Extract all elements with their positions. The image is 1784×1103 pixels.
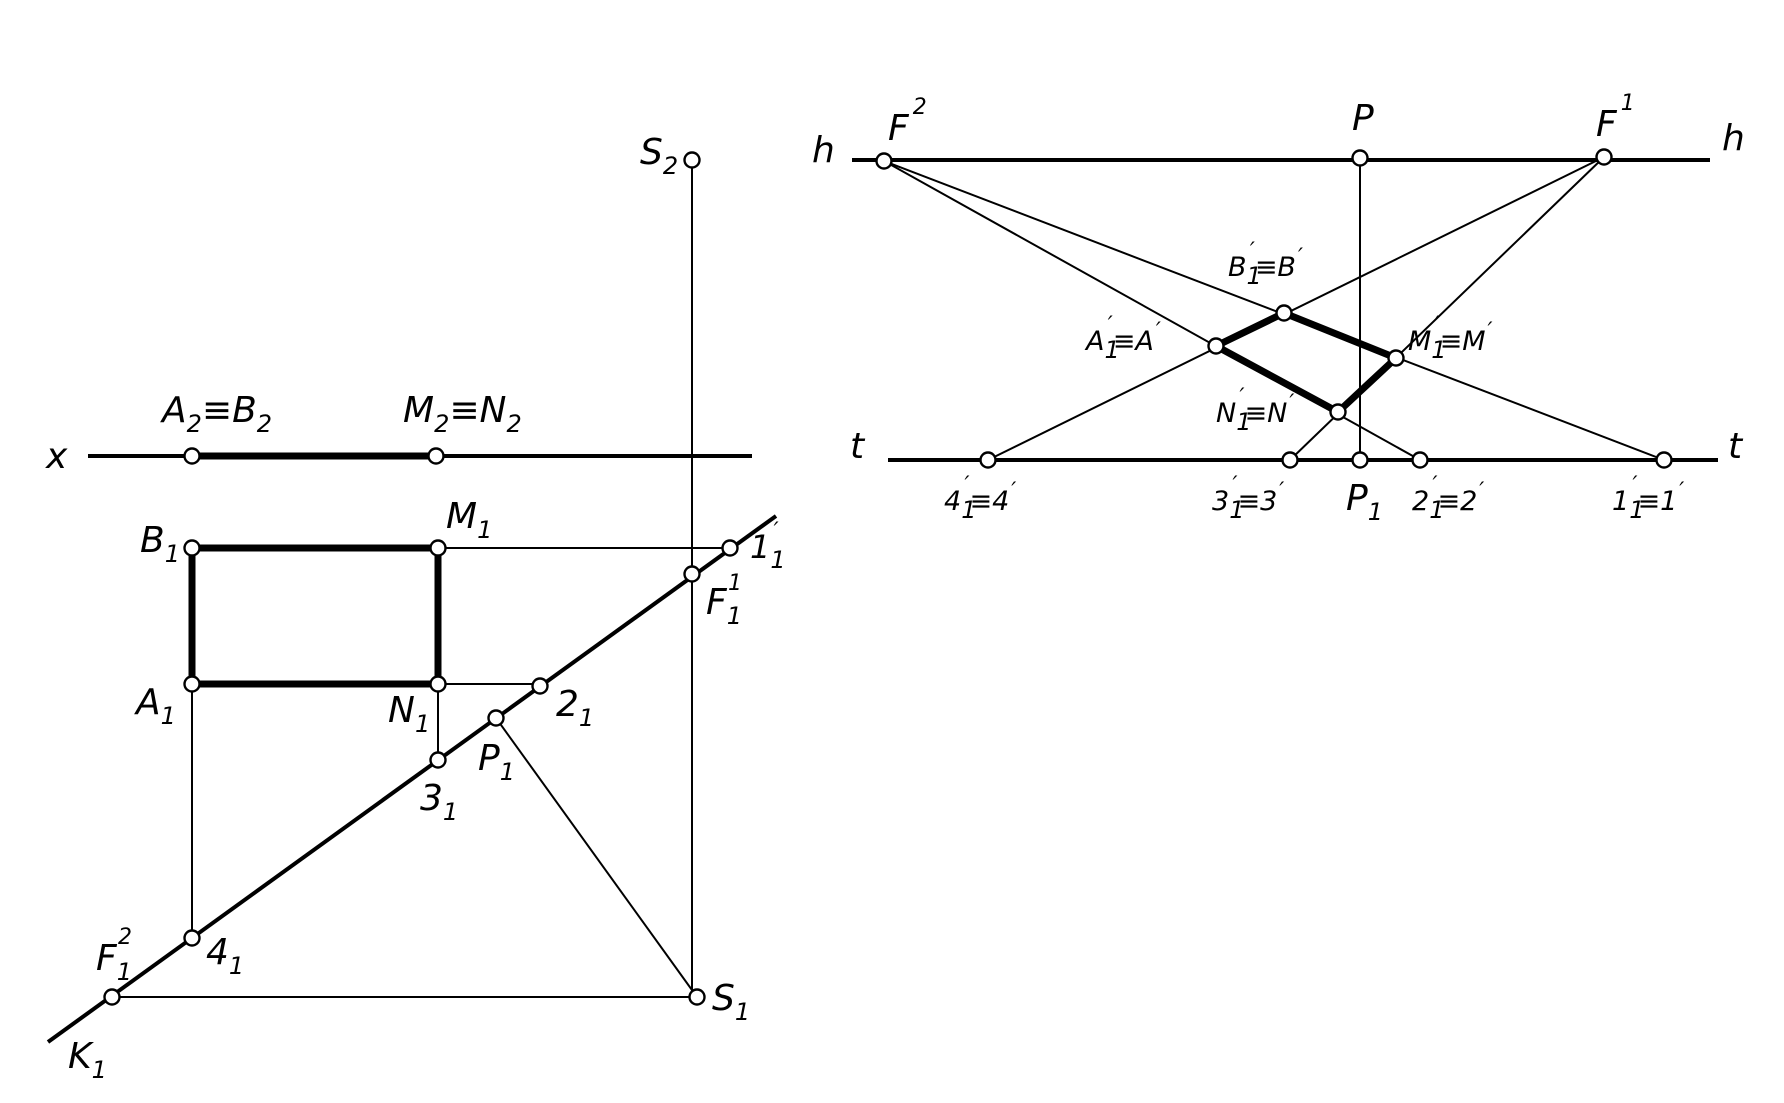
label-h-left: h bbox=[812, 130, 835, 171]
point-p bbox=[1351, 149, 1369, 167]
point-n1 bbox=[429, 675, 447, 693]
picture-plane-trace bbox=[46, 514, 778, 1044]
point-41 bbox=[183, 929, 201, 947]
label-21: 21 bbox=[556, 684, 594, 732]
label-b1: B1 bbox=[140, 520, 180, 568]
label-31: 31 bbox=[420, 778, 458, 826]
point-s1 bbox=[688, 988, 706, 1006]
label-a2-b2: A2≡B2 bbox=[160, 390, 272, 438]
point-b-prime bbox=[1275, 304, 1293, 322]
label-f1: F1 bbox=[1596, 91, 1635, 145]
label-m-prime: M1′≡M′ bbox=[1408, 313, 1493, 364]
point-f1 bbox=[1595, 148, 1613, 166]
point-11 bbox=[721, 539, 739, 557]
label-n1: N1 bbox=[388, 690, 430, 738]
label-2-prime: 21′≡2′ bbox=[1412, 473, 1484, 524]
label-3-prime: 31′≡3′ bbox=[1212, 473, 1284, 524]
point-3-prime bbox=[1281, 451, 1299, 469]
label-t-right: t bbox=[1728, 426, 1744, 467]
label-f11: F11 bbox=[706, 571, 742, 630]
point-2-prime bbox=[1411, 451, 1429, 469]
label-t-left: t bbox=[850, 426, 866, 467]
label-b-prime: B1′≡B′ bbox=[1228, 239, 1303, 290]
point-f2 bbox=[875, 152, 893, 170]
label-p1-right: P1 bbox=[1346, 478, 1383, 526]
label-x-axis: x bbox=[45, 436, 68, 477]
ray-f2-1 bbox=[883, 160, 1665, 461]
point-m2 bbox=[427, 447, 445, 465]
perspective-view: h h t t F2 P F1 B1′≡B′ A1′≡A′ M1′≡M′ N1′… bbox=[812, 91, 1745, 526]
label-41: 41 bbox=[206, 932, 244, 980]
label-m2-n2: M2≡N2 bbox=[403, 390, 522, 438]
point-n-prime bbox=[1329, 403, 1347, 421]
label-11: 11′ bbox=[750, 519, 786, 574]
label-a-prime: A1′≡A′ bbox=[1084, 313, 1161, 364]
plan-rectangle bbox=[188, 544, 442, 688]
label-m1: M1 bbox=[446, 496, 492, 544]
label-k1: K1 bbox=[68, 1036, 107, 1084]
point-f12 bbox=[103, 988, 121, 1006]
label-a1: A1 bbox=[134, 682, 176, 730]
point-s2 bbox=[683, 151, 701, 169]
point-b1 bbox=[183, 539, 201, 557]
p1-s1-line bbox=[495, 717, 698, 998]
point-m1 bbox=[429, 539, 447, 557]
label-p1: P1 bbox=[478, 738, 515, 786]
label-1-prime: 11′≡1′ bbox=[1612, 473, 1684, 524]
point-a-prime bbox=[1207, 337, 1225, 355]
point-a2 bbox=[183, 447, 201, 465]
point-m-prime bbox=[1387, 349, 1405, 367]
point-a1 bbox=[183, 675, 201, 693]
ray-f1-4 bbox=[987, 156, 1605, 461]
label-s1: S1 bbox=[712, 978, 750, 1026]
plan-view: x S2 A2≡B2 M2≡N2 B1 M1 A1 N1 11′ F11 21 … bbox=[45, 132, 786, 1084]
label-p: P bbox=[1352, 98, 1374, 139]
point-1-prime bbox=[1655, 451, 1673, 469]
label-s2: S2 bbox=[640, 132, 678, 180]
label-n-prime: N1′≡N′ bbox=[1216, 385, 1294, 436]
point-21 bbox=[531, 677, 549, 695]
label-f2: F2 bbox=[888, 95, 927, 149]
point-p1 bbox=[487, 709, 505, 727]
label-f12: F12 bbox=[96, 925, 132, 986]
point-4-prime bbox=[979, 451, 997, 469]
point-p1-right bbox=[1351, 451, 1369, 469]
point-31 bbox=[429, 751, 447, 769]
label-h-right: h bbox=[1722, 118, 1745, 159]
label-4-prime: 41′≡4′ bbox=[944, 473, 1016, 524]
point-f11 bbox=[683, 565, 701, 583]
